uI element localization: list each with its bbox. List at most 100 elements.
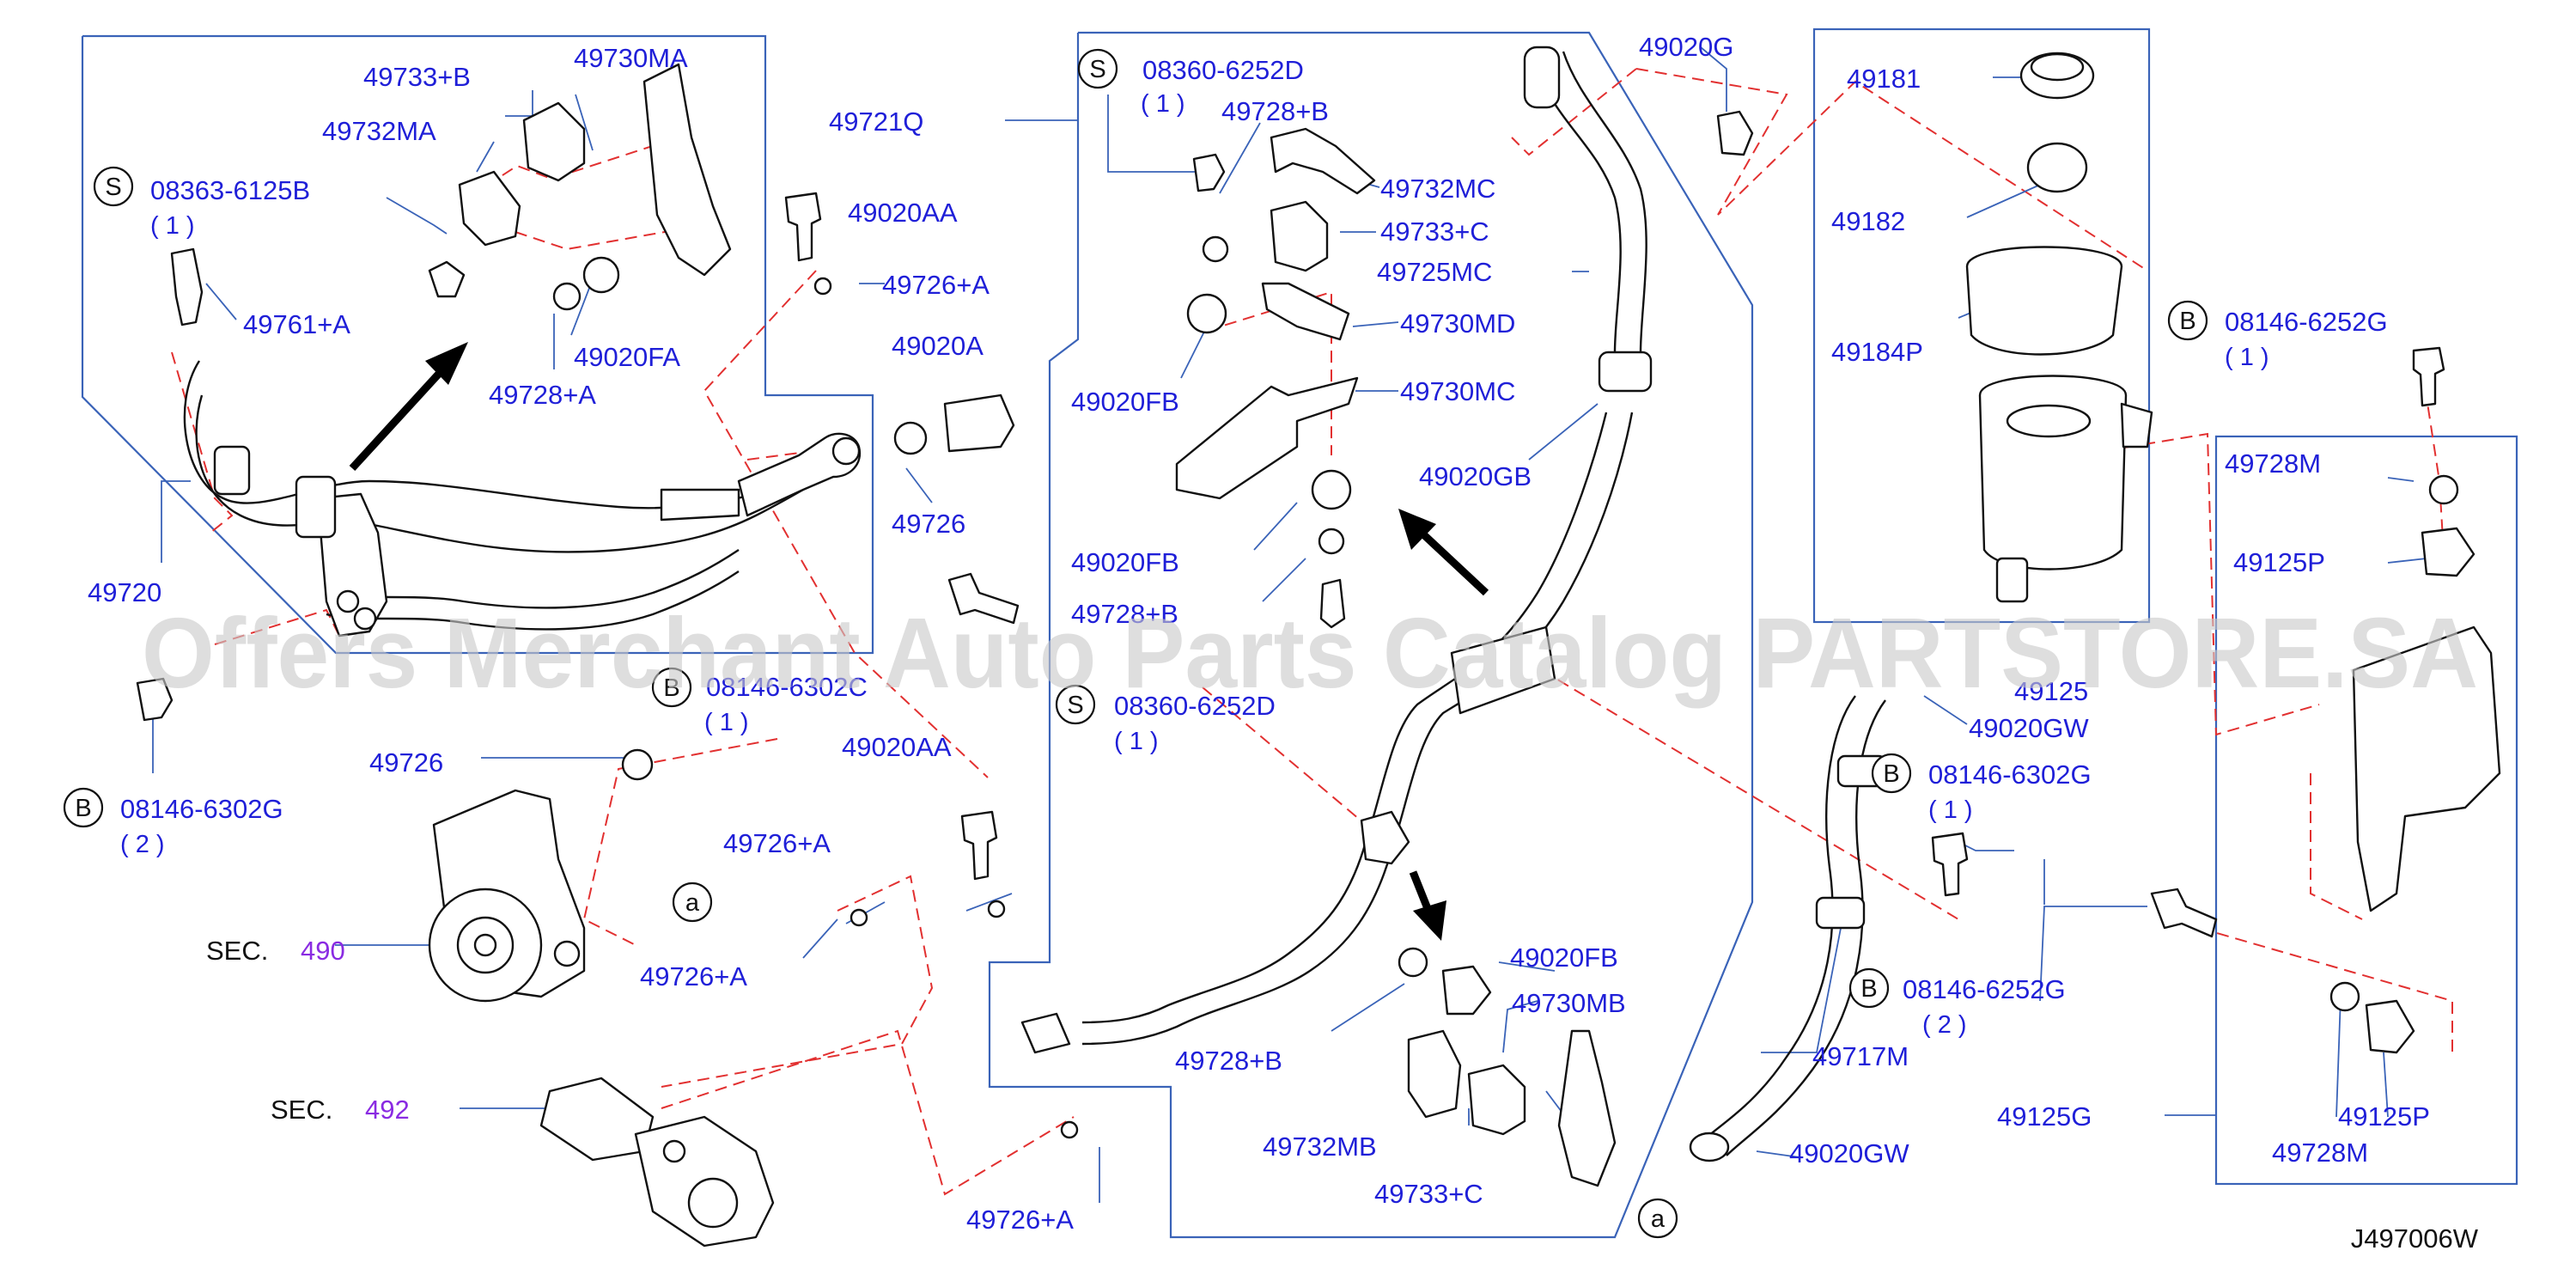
- label-49728m-top: 49728M: [2225, 448, 2321, 479]
- label-49020g: 49020G: [1639, 32, 1733, 62]
- clip-49732mb: [1407, 1029, 1462, 1119]
- label-49181: 49181: [1847, 64, 1921, 94]
- grommet-49020fb-a: [1186, 293, 1227, 334]
- clip-49732ma: [458, 170, 521, 247]
- callout-s-3: S: [1067, 692, 1083, 719]
- label-49732ma: 49732MA: [322, 116, 436, 146]
- bolt-08146-6252g-top: [2412, 346, 2445, 407]
- label-08363-6125b: 08363-6125B: [150, 175, 310, 205]
- dash-line: [515, 229, 675, 251]
- label-08360-6252d-top: 08360-6252D: [1142, 55, 1304, 85]
- clamp-49020gw-mid: [1815, 896, 1866, 930]
- hose-fitting: [660, 488, 740, 522]
- callout-b-circle: [1848, 967, 1890, 1009]
- arrowhead: [1413, 900, 1446, 941]
- frame-49720-bracket: [81, 34, 874, 655]
- label-49020fb-c: 49020FB: [1510, 943, 1618, 973]
- dash-line: [661, 1029, 1075, 1196]
- leader-line: [1502, 1000, 1538, 1053]
- label-sec-492-prefix: SEC.: [271, 1095, 332, 1125]
- collar-49728b-top: [1202, 235, 1229, 263]
- leader-line: [1761, 918, 1843, 1053]
- leader-line: [1107, 95, 1198, 173]
- label-49125g: 49125G: [1997, 1101, 2092, 1132]
- callout-s-circle: [93, 166, 134, 207]
- callout-a-circle: [672, 882, 713, 923]
- leader-line: [2387, 477, 2415, 482]
- leader-line: [2335, 996, 2342, 1118]
- clamp-49020g: [1716, 110, 1754, 156]
- bracket-49730ma: [642, 63, 732, 277]
- label-49728b-low: 49728+B: [1175, 1046, 1282, 1076]
- group-frames: [81, 27, 2518, 1239]
- pump-pulley-hub: [473, 933, 497, 957]
- label-49020aa-top: 49020AA: [848, 198, 958, 228]
- pipe-49720-tube: [326, 570, 740, 631]
- label-49721q: 49721Q: [829, 107, 923, 137]
- hose-49717m: [1700, 695, 1856, 1144]
- leader-line: [1528, 403, 1599, 461]
- bracket-hole: [336, 589, 360, 613]
- dash-line: [1511, 68, 1637, 156]
- callout-a-1: a: [685, 889, 700, 917]
- callout-b-5: B: [1860, 975, 1877, 1003]
- group-labels: 49733+B 49730MA 49732MA 08363-6125B ( 1 …: [88, 32, 2479, 1254]
- washer-49726-left: [621, 748, 654, 781]
- gear-valve: [687, 1177, 739, 1229]
- leader-line: [386, 197, 448, 235]
- group-callouts: S S S B B B B B a a: [63, 48, 2208, 1239]
- callout-s-circle: [1077, 48, 1118, 89]
- label-49184p: 49184P: [1831, 337, 1923, 367]
- callout-b-circle: [651, 667, 692, 708]
- dash-line: [1635, 68, 2148, 271]
- strainer-49182: [2026, 142, 2088, 193]
- label-49720: 49720: [88, 577, 161, 607]
- pipe-49721q: [1081, 412, 1608, 1024]
- callout-b-circle: [1871, 753, 1912, 794]
- leader-line: [1700, 46, 1727, 112]
- label-49020fb-b: 49020FB: [1071, 547, 1179, 577]
- collar-49728a: [552, 282, 582, 311]
- hose-end: [1523, 46, 1561, 109]
- callout-b-circle: [63, 787, 104, 828]
- label-qty-1: ( 1 ): [150, 212, 195, 240]
- callout-a-2: a: [1651, 1205, 1666, 1233]
- group-reservoir-parts: [1965, 52, 2153, 603]
- washer-49728m-low: [2329, 981, 2360, 1012]
- leader-line: [575, 94, 594, 151]
- label-qty-1: ( 1 ): [1141, 90, 1185, 118]
- direction-arrow: [349, 362, 450, 472]
- label-49732mb: 49732MB: [1263, 1132, 1377, 1162]
- label-49728b-mid: 49728+B: [1071, 599, 1178, 629]
- label-qty-2: ( 2 ): [1922, 1011, 1967, 1039]
- leader-line: [1219, 122, 1261, 194]
- watermark: Offers Merchant Auto Parts Catalog PARTS…: [142, 597, 2478, 709]
- washer-49726a-low: [850, 908, 868, 927]
- hose-49725mc: [1536, 68, 1622, 353]
- label-49726a-low: 49726+A: [640, 961, 747, 991]
- clamp-49020gb: [1598, 351, 1653, 393]
- label-49726a-top: 49726+A: [882, 270, 990, 300]
- leader-line: [905, 467, 933, 503]
- grommet-49020fa: [582, 256, 620, 294]
- group-steering-gear: [539, 810, 1079, 1248]
- sensor-49761: [170, 247, 204, 326]
- bolt-08146-6302g-right: [1931, 832, 1969, 897]
- dash-line: [661, 875, 934, 1088]
- dash-line: [2198, 927, 2453, 1057]
- leader-line: [505, 90, 533, 117]
- cover-49184p: [1965, 246, 2123, 356]
- washer-49726a-mid: [987, 900, 1006, 918]
- pipe-49720-lower: [195, 394, 851, 553]
- arrowhead: [1398, 509, 1436, 550]
- group-left-parts: [136, 63, 1020, 781]
- bolt-08146-6302c: [947, 572, 1020, 625]
- leader-line: [2387, 558, 2427, 564]
- bracket-hole: [353, 607, 377, 631]
- leader-line: [161, 480, 191, 563]
- pipe-49720-tube: [326, 549, 740, 609]
- leader-line: [1253, 502, 1298, 551]
- label-08146-6302g-right: 08146-6302G: [1928, 760, 2092, 790]
- bolt-08360-mid: [1319, 578, 1346, 629]
